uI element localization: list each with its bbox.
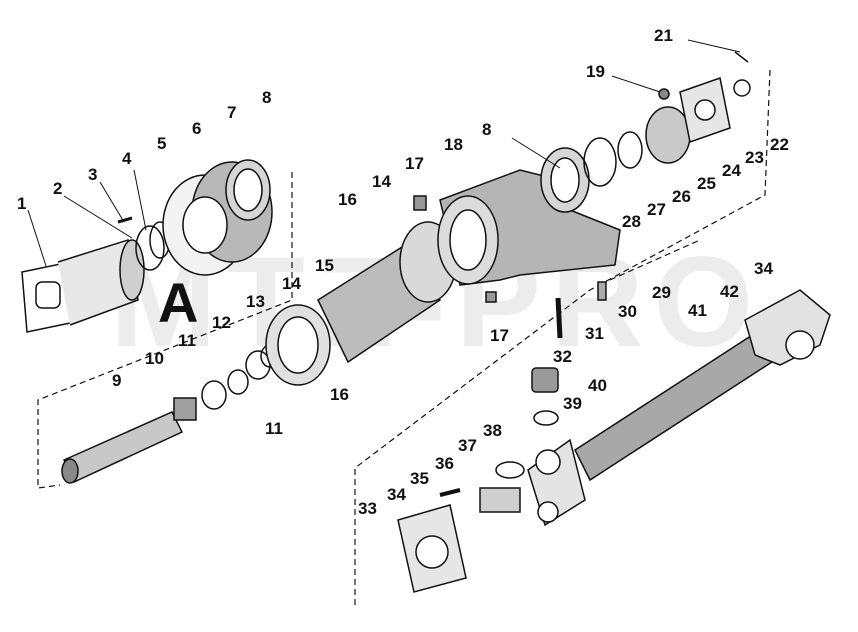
assembly-boundary — [37, 69, 771, 608]
callout-9: 9 — [112, 371, 122, 390]
callout-34-far: 34 — [754, 259, 773, 278]
part-propeller-shaft — [574, 328, 776, 482]
callout-30: 30 — [618, 302, 637, 321]
part-yoke-far — [744, 289, 831, 366]
callout-31: 31 — [585, 324, 604, 343]
callout-39: 39 — [563, 394, 582, 413]
part-long-bolt — [555, 297, 563, 339]
part-nut — [173, 397, 197, 421]
callout-34-near: 34 — [387, 485, 406, 504]
callout-38: 38 — [483, 421, 502, 440]
part-pinion-gear — [583, 106, 691, 187]
callout-7: 7 — [227, 103, 237, 122]
part-bearing-left — [225, 159, 271, 221]
callout-18: 18 — [444, 135, 463, 154]
callout-11-lower: 11 — [265, 419, 283, 438]
callout-12: 12 — [212, 313, 231, 332]
callout-35: 35 — [410, 469, 429, 488]
callout-1: 1 — [17, 194, 27, 213]
callout-25: 25 — [697, 174, 716, 193]
part-plug-top — [413, 195, 427, 211]
callout-40: 40 — [588, 376, 607, 395]
callout-37: 37 — [458, 436, 477, 455]
callout-42: 42 — [720, 282, 739, 301]
callout-24: 24 — [722, 161, 741, 180]
part-bearing-right — [540, 147, 590, 213]
callout-5: 5 — [157, 134, 167, 153]
callout-36: 36 — [435, 454, 454, 473]
leader-lines — [27, 39, 741, 267]
callout-16-upper: 16 — [338, 190, 357, 209]
callout-4: 4 — [122, 149, 132, 168]
part-bolt — [117, 216, 133, 224]
part-axle-sleeve — [317, 221, 457, 364]
callout-14-lower: 14 — [282, 274, 301, 293]
part-seal-ring — [135, 225, 165, 271]
part-cup — [531, 367, 559, 393]
callout-28: 28 — [622, 212, 641, 231]
part-main-housing — [437, 169, 621, 286]
callout-19: 19 — [586, 62, 605, 81]
callout-17-upper: 17 — [405, 154, 424, 173]
callout-17-lower: 17 — [490, 326, 509, 345]
callout-13: 13 — [246, 292, 265, 311]
callout-2: 2 — [53, 179, 63, 198]
callout-6: 6 — [192, 119, 202, 138]
callout-41: 41 — [688, 301, 707, 320]
part-end-flange — [679, 77, 751, 143]
callout-32: 32 — [553, 347, 572, 366]
callout-26: 26 — [672, 187, 691, 206]
callout-10: 10 — [145, 349, 164, 368]
callout-21: 21 — [654, 26, 673, 45]
callout-22: 22 — [770, 135, 789, 154]
callout-8-left: 8 — [262, 88, 272, 107]
callout-14-upper: 14 — [372, 172, 391, 191]
part-washer — [533, 410, 559, 426]
part-bearing-outer — [265, 304, 331, 386]
part-plug-bottom — [485, 291, 497, 303]
callout-29: 29 — [652, 283, 671, 302]
part-flange-bolt — [439, 488, 461, 497]
callout-23: 23 — [745, 148, 764, 167]
callout-16-lower: 16 — [330, 385, 349, 404]
part-yoke-near — [527, 438, 586, 527]
part-cotter-pin — [734, 51, 749, 63]
callout-27: 27 — [647, 200, 666, 219]
part-spline-shaft — [61, 411, 184, 484]
view-label-a: A — [158, 271, 199, 334]
callout-8-right: 8 — [482, 120, 492, 139]
part-pin — [597, 281, 607, 301]
part-input-flange — [397, 504, 467, 593]
part-small-nut — [658, 88, 670, 100]
callout-11-upper: 11 — [178, 331, 196, 350]
part-flange-tube — [21, 239, 145, 333]
callout-3: 3 — [88, 165, 98, 184]
callout-33: 33 — [358, 499, 377, 518]
part-cross-spider — [479, 461, 525, 513]
callout-15: 15 — [315, 256, 334, 275]
